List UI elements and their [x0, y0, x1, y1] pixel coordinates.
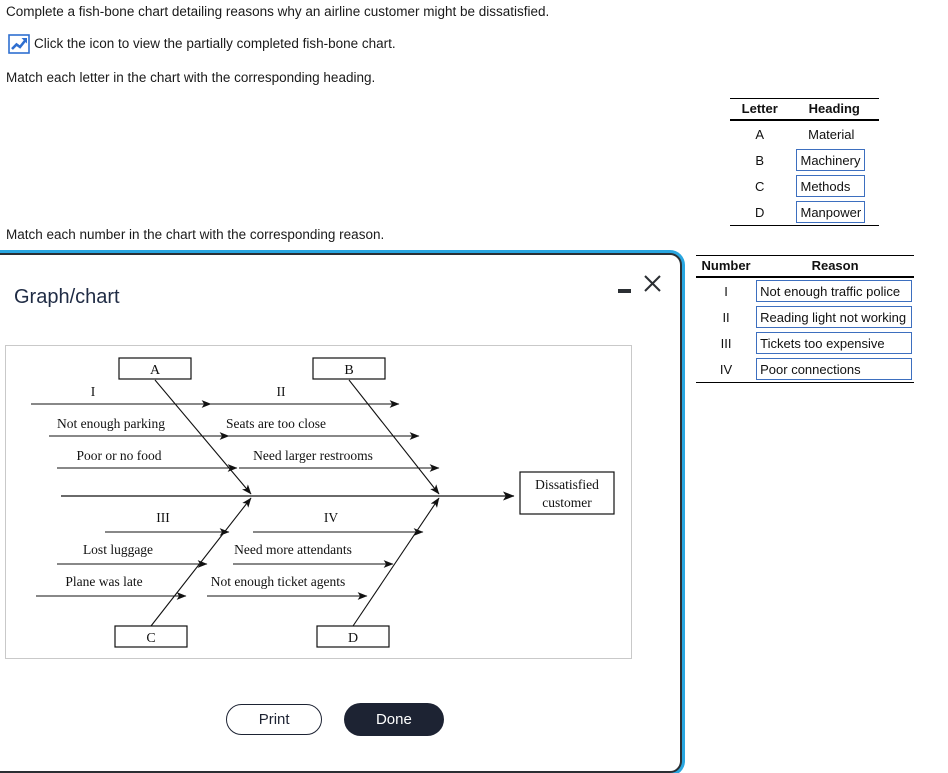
- category-box-a: A: [150, 363, 161, 378]
- heading-value-a: Material: [808, 126, 855, 142]
- column-header-heading: Heading: [789, 98, 879, 121]
- cause-a-3: Poor or no food: [76, 448, 161, 463]
- minimize-dash: [618, 289, 631, 293]
- close-icon[interactable]: [643, 274, 662, 297]
- heading-input-b[interactable]: Machinery: [796, 149, 866, 171]
- column-header-number: Number: [696, 255, 757, 278]
- cause-b-1: II: [277, 384, 286, 399]
- letter-heading-table: Letter Heading A Material B Machinery C …: [730, 98, 879, 226]
- table-header-row: Letter Heading: [730, 98, 879, 121]
- instruction-line-1: Complete a fish-bone chart detailing rea…: [6, 4, 550, 19]
- heading-cell-c: Methods: [789, 173, 879, 199]
- cause-b-2: Seats are too close: [226, 416, 326, 431]
- minimize-icon[interactable]: [618, 281, 632, 295]
- reason-cell-iv: Poor connections: [756, 356, 914, 383]
- category-box-d: D: [348, 631, 358, 646]
- number-key-iv: IV: [696, 356, 757, 383]
- instruction-line-3: Match each letter in the chart with the …: [6, 70, 376, 85]
- number-key-ii: II: [722, 309, 730, 325]
- table-row: III Tickets too expensive: [696, 330, 914, 356]
- table-row: C Methods: [730, 173, 879, 199]
- table-row: A Material: [730, 120, 879, 147]
- letter-key-d: D: [730, 199, 790, 226]
- effect-line-1: Dissatisfied: [535, 477, 599, 492]
- cause-a-1: I: [91, 384, 96, 399]
- category-box-b: B: [344, 363, 353, 378]
- number-key-i: I: [724, 283, 728, 299]
- cause-c-3: Plane was late: [65, 574, 142, 589]
- table-row: I Not enough traffic police: [696, 277, 914, 304]
- heading-cell-b: Machinery: [789, 147, 879, 173]
- reason-input-iv[interactable]: Poor connections: [756, 358, 913, 380]
- print-button[interactable]: Print: [226, 704, 323, 735]
- table-row: II Reading light not working: [696, 304, 914, 330]
- number-key-iii: III: [720, 335, 732, 351]
- reason-input-iii[interactable]: Tickets too expensive: [756, 332, 913, 354]
- dialog-title: Graph/chart: [14, 286, 120, 308]
- reason-input-i[interactable]: Not enough traffic police: [756, 280, 913, 302]
- instruction-line-2: Click the icon to view the partially com…: [34, 36, 396, 51]
- table-row: IV Poor connections: [696, 356, 914, 383]
- letter-key-b: B: [755, 152, 765, 168]
- reason-cell-i: Not enough traffic police: [756, 277, 914, 304]
- cause-a-2: Not enough parking: [57, 416, 165, 431]
- heading-cell-d: Manpower: [789, 199, 879, 226]
- dialog-footer: Print Done: [0, 703, 680, 736]
- fishbone-diagram: Dissatisfied customer A I Not enough par…: [5, 345, 632, 659]
- category-box-c: C: [146, 631, 155, 646]
- letter-key-a: A: [755, 126, 765, 142]
- heading-input-c[interactable]: Methods: [796, 175, 866, 197]
- heading-input-d[interactable]: Manpower: [796, 201, 866, 223]
- instruction-line-4: Match each number in the chart with the …: [6, 227, 385, 242]
- letter-key-c: C: [755, 178, 765, 194]
- line-chart-icon[interactable]: [8, 34, 30, 54]
- table-header-row: Number Reason: [696, 255, 914, 278]
- cause-d-2: Need more attendants: [234, 542, 352, 557]
- cause-d-1: IV: [324, 510, 338, 525]
- reason-cell-ii: Reading light not working: [756, 304, 914, 330]
- effect-line-2: customer: [542, 495, 592, 510]
- reason-input-ii[interactable]: Reading light not working: [756, 306, 913, 328]
- cause-c-2: Lost luggage: [83, 542, 153, 557]
- table-row: D Manpower: [730, 199, 879, 226]
- column-header-reason: Reason: [756, 255, 914, 278]
- reason-cell-iii: Tickets too expensive: [756, 330, 914, 356]
- cause-c-1: III: [156, 510, 170, 525]
- done-button[interactable]: Done: [343, 703, 444, 736]
- number-reason-table: Number Reason I Not enough traffic polic…: [696, 255, 914, 383]
- column-header-letter: Letter: [730, 98, 790, 121]
- table-row: B Machinery: [730, 147, 879, 173]
- cause-b-3: Need larger restrooms: [253, 448, 373, 463]
- graph-chart-dialog: Graph/chart Dissatisfied customer A: [0, 253, 682, 773]
- cause-d-3: Not enough ticket agents: [211, 574, 346, 589]
